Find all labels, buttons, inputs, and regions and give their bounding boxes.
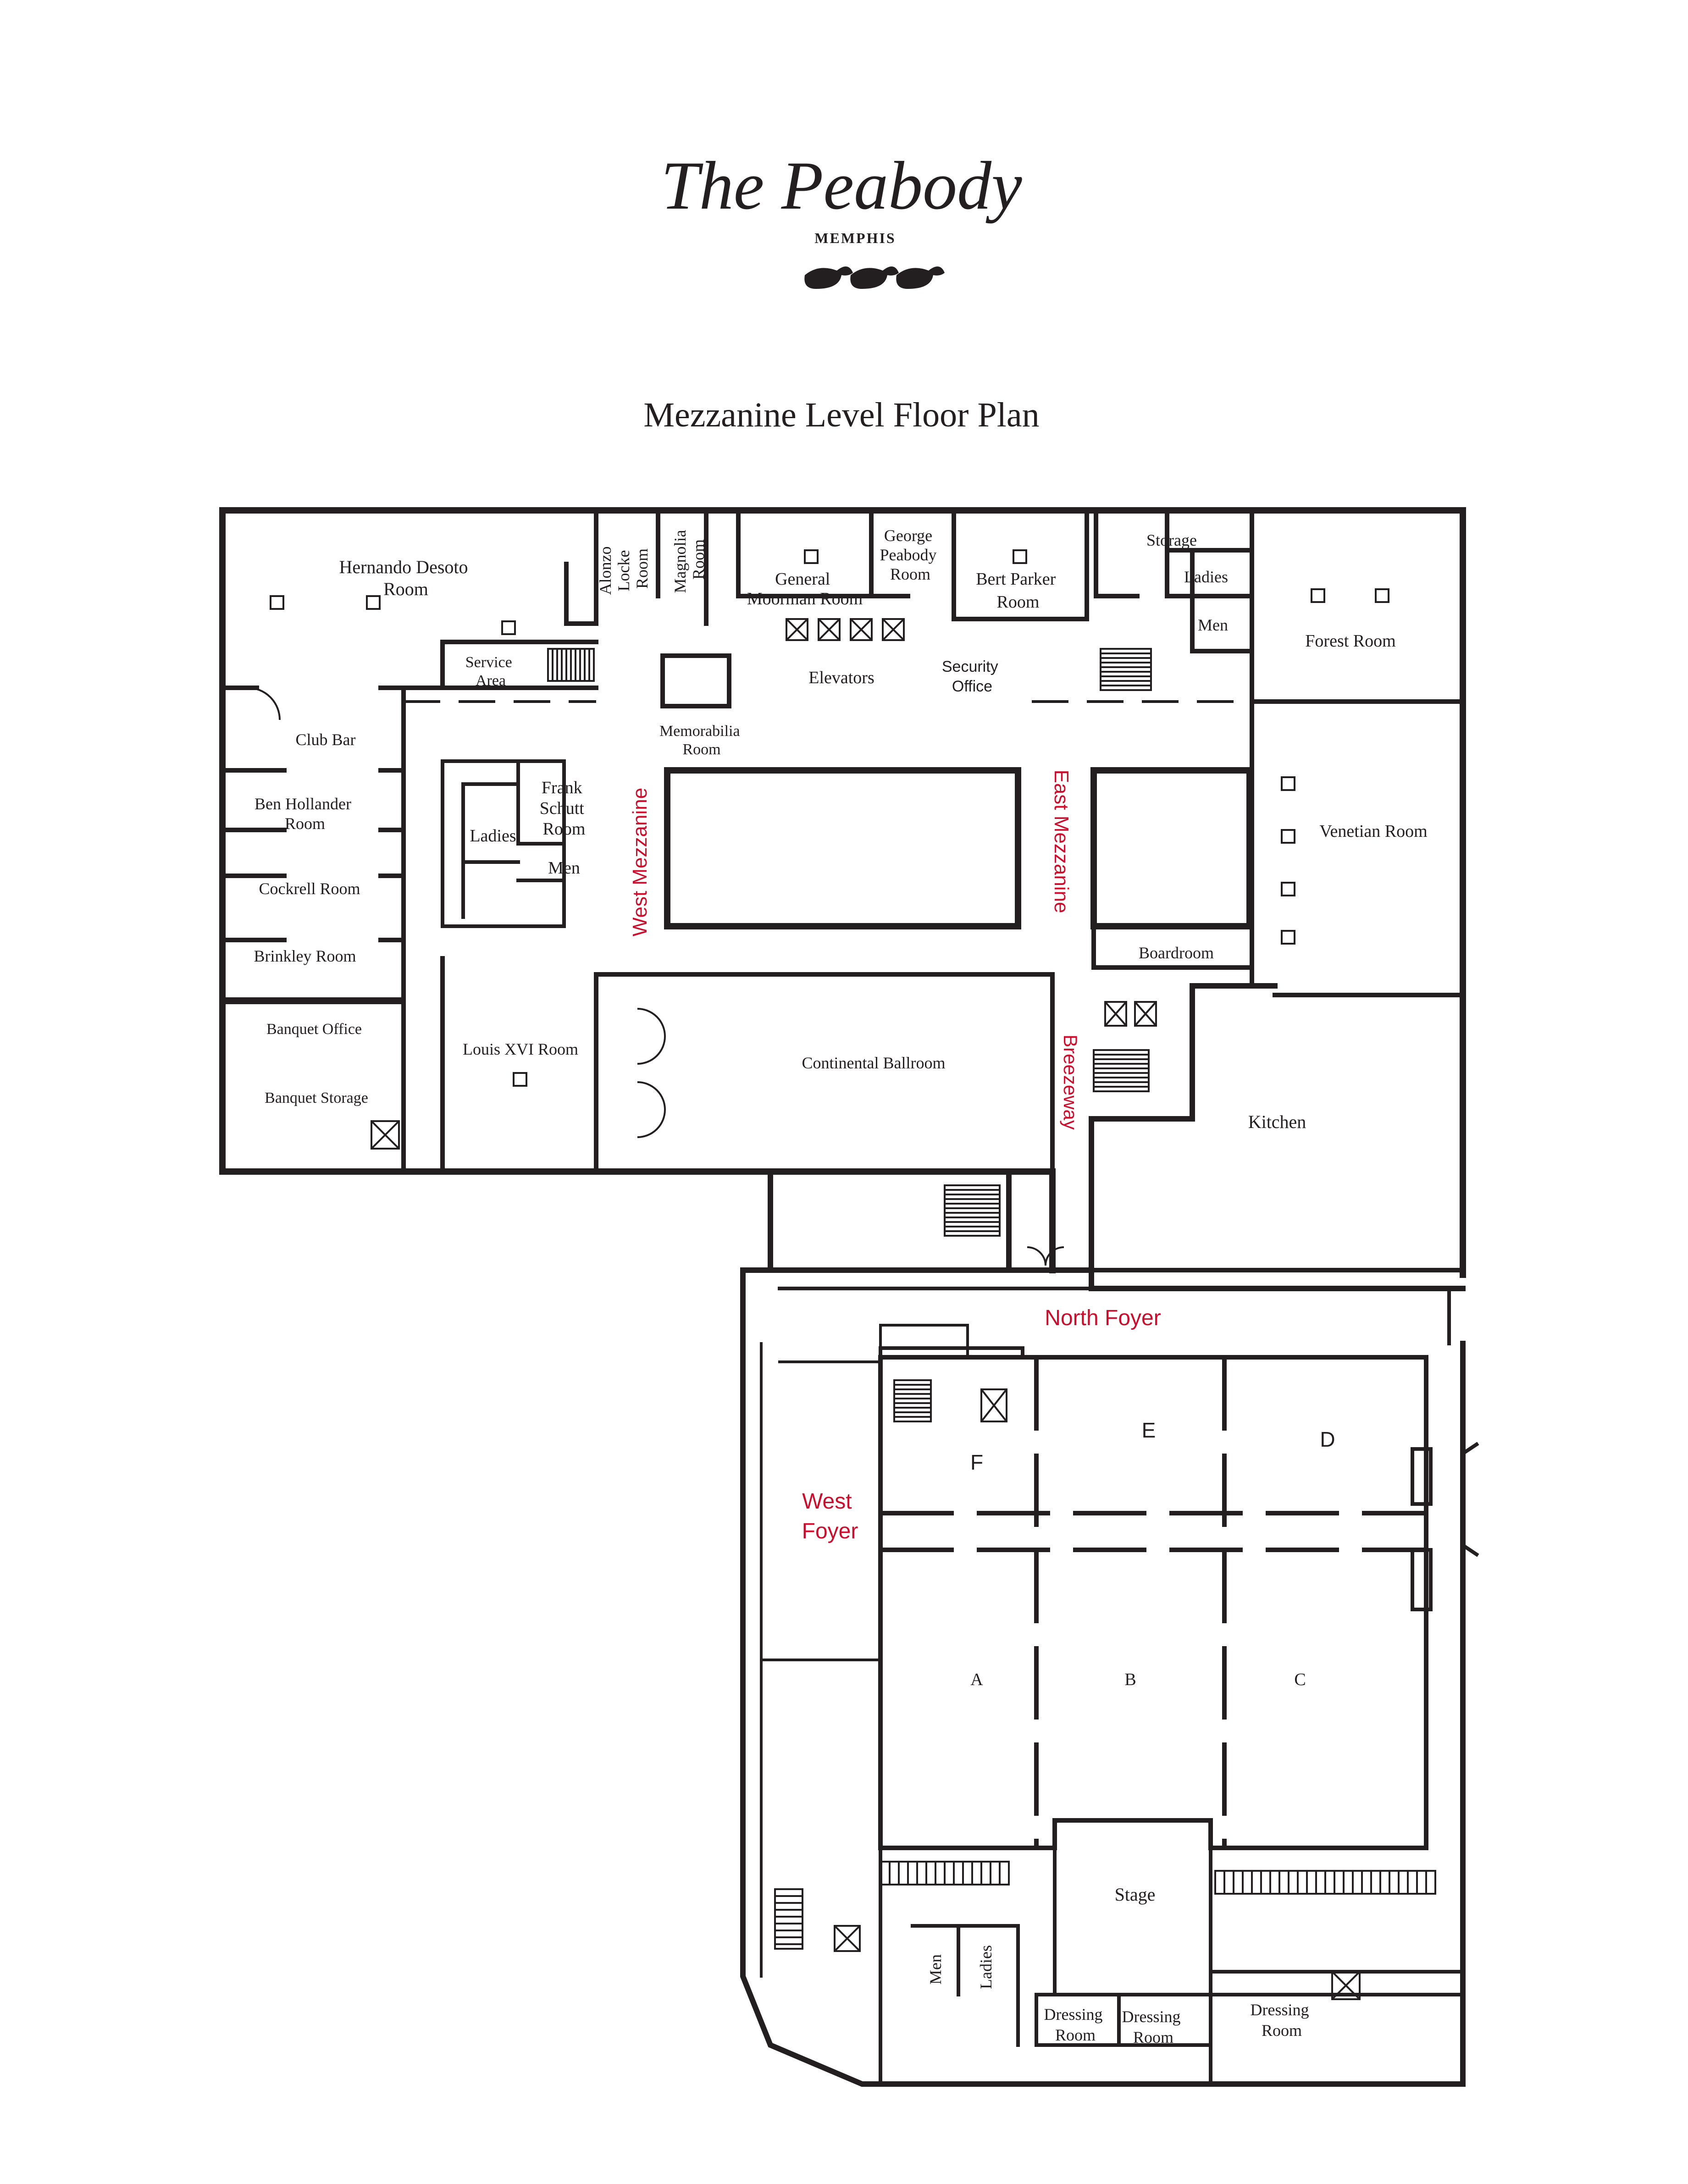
logo-city: MEMPHIS (814, 230, 896, 246)
door-swing-icon (247, 687, 1064, 1266)
ladies-w-label: Ladies (470, 826, 516, 846)
column-icon (270, 549, 1389, 1087)
ladies-ne-label: Ladies (1184, 568, 1228, 586)
page-title: Mezzanine Level Floor Plan (643, 396, 1039, 434)
atrium-void-east (1090, 767, 1253, 929)
magnolia-label: Magnolia Room (671, 526, 708, 593)
ladies-s-label: Ladies (977, 1945, 995, 1989)
room-labels: Hernando Desoto Room Alonzo Locke Room M… (254, 526, 1428, 2046)
section-f-label: F (970, 1450, 983, 1474)
svg-text:Ladies: Ladies (977, 1945, 995, 1989)
atrium-void-west (664, 767, 1021, 929)
lower-building-walls (740, 1169, 1479, 2087)
hernando-desoto-label: Hernando Desoto Room (339, 557, 472, 599)
dressing-room-2-label: Dressing Room (1122, 2007, 1185, 2046)
louis-xvi-label: Louis XVI Room (463, 1040, 578, 1058)
cockrell-label: Cockrell Room (259, 879, 360, 898)
general-moorman-label: General Moorman Room (747, 569, 863, 608)
upper-building-walls (219, 507, 1466, 2000)
frank-schutt-label: Frank Schutt Room (540, 778, 589, 839)
svg-text:Men: Men (926, 1954, 945, 1985)
ben-hollander-label: Ben Hollander Room (255, 795, 355, 833)
brinkley-label: Brinkley Room (254, 947, 356, 965)
elevator-shaft-icon (371, 618, 1361, 2000)
svg-text:West Mezzanine: West Mezzanine (629, 788, 651, 936)
west-mezzanine-label: West Mezzanine (629, 788, 651, 936)
section-d-label: D (1320, 1427, 1335, 1451)
north-foyer-label: North Foyer (1045, 1306, 1161, 1330)
logo-script: The Peabody (661, 148, 1022, 224)
stage-label: Stage (1115, 1884, 1156, 1905)
bert-parker-label: Bert Parker Room (976, 569, 1060, 612)
storage-label: Storage (1146, 531, 1197, 549)
section-a-label: A (970, 1670, 983, 1689)
george-peabody-label: George Peabody Room (880, 526, 941, 583)
men-ne-label: Men (1198, 616, 1228, 634)
security-office-label: Security Office (942, 658, 1002, 695)
forest-room-label: Forest Room (1305, 631, 1395, 651)
boardroom-label: Boardroom (1139, 944, 1214, 962)
duck-icon (804, 266, 945, 289)
alonzo-locke-label: Alonzo Locke Room (596, 542, 651, 595)
svg-text:Magnolia Room: Magnolia Room (671, 526, 708, 593)
svg-text:East Mezzanine: East Mezzanine (1050, 769, 1073, 913)
area-labels: West Mezzanine East Mezzanine Breezeway … (629, 769, 1161, 1543)
continental-label: Continental Ballroom (802, 1054, 946, 1072)
men-w-label: Men (548, 858, 580, 878)
svg-text:Alonzo Locke R: Alonzo Locke Room (596, 542, 651, 595)
club-bar-label: Club Bar (296, 730, 356, 749)
svg-text:Breezeway: Breezeway (1060, 1034, 1081, 1130)
section-b-label: B (1124, 1670, 1136, 1689)
east-mezzanine-label: East Mezzanine (1050, 769, 1073, 913)
dressing-room-1-label: Dressing Room (1044, 2005, 1107, 2044)
banquet-storage-label: Banquet Storage (265, 1089, 368, 1106)
stair-icon (547, 648, 1436, 1950)
elevators-label: Elevators (808, 668, 874, 687)
venetian-label: Venetian Room (1319, 822, 1427, 841)
peabody-logo: The Peabody MEMPHIS (661, 148, 1022, 289)
banquet-office-label: Banquet Office (266, 1021, 362, 1038)
kitchen-label: Kitchen (1248, 1111, 1306, 1132)
section-e-label: E (1142, 1418, 1156, 1442)
men-s-label: Men (926, 1954, 945, 1985)
west-foyer-label: West Foyer (802, 1489, 858, 1543)
dressing-room-3-label: Dressing Room (1251, 2001, 1313, 2040)
service-area-label: Service Area (465, 654, 516, 689)
breezeway-label: Breezeway (1060, 1034, 1081, 1130)
memorabilia-label: Memorabilia Room (659, 723, 744, 758)
section-c-label: C (1294, 1670, 1306, 1689)
